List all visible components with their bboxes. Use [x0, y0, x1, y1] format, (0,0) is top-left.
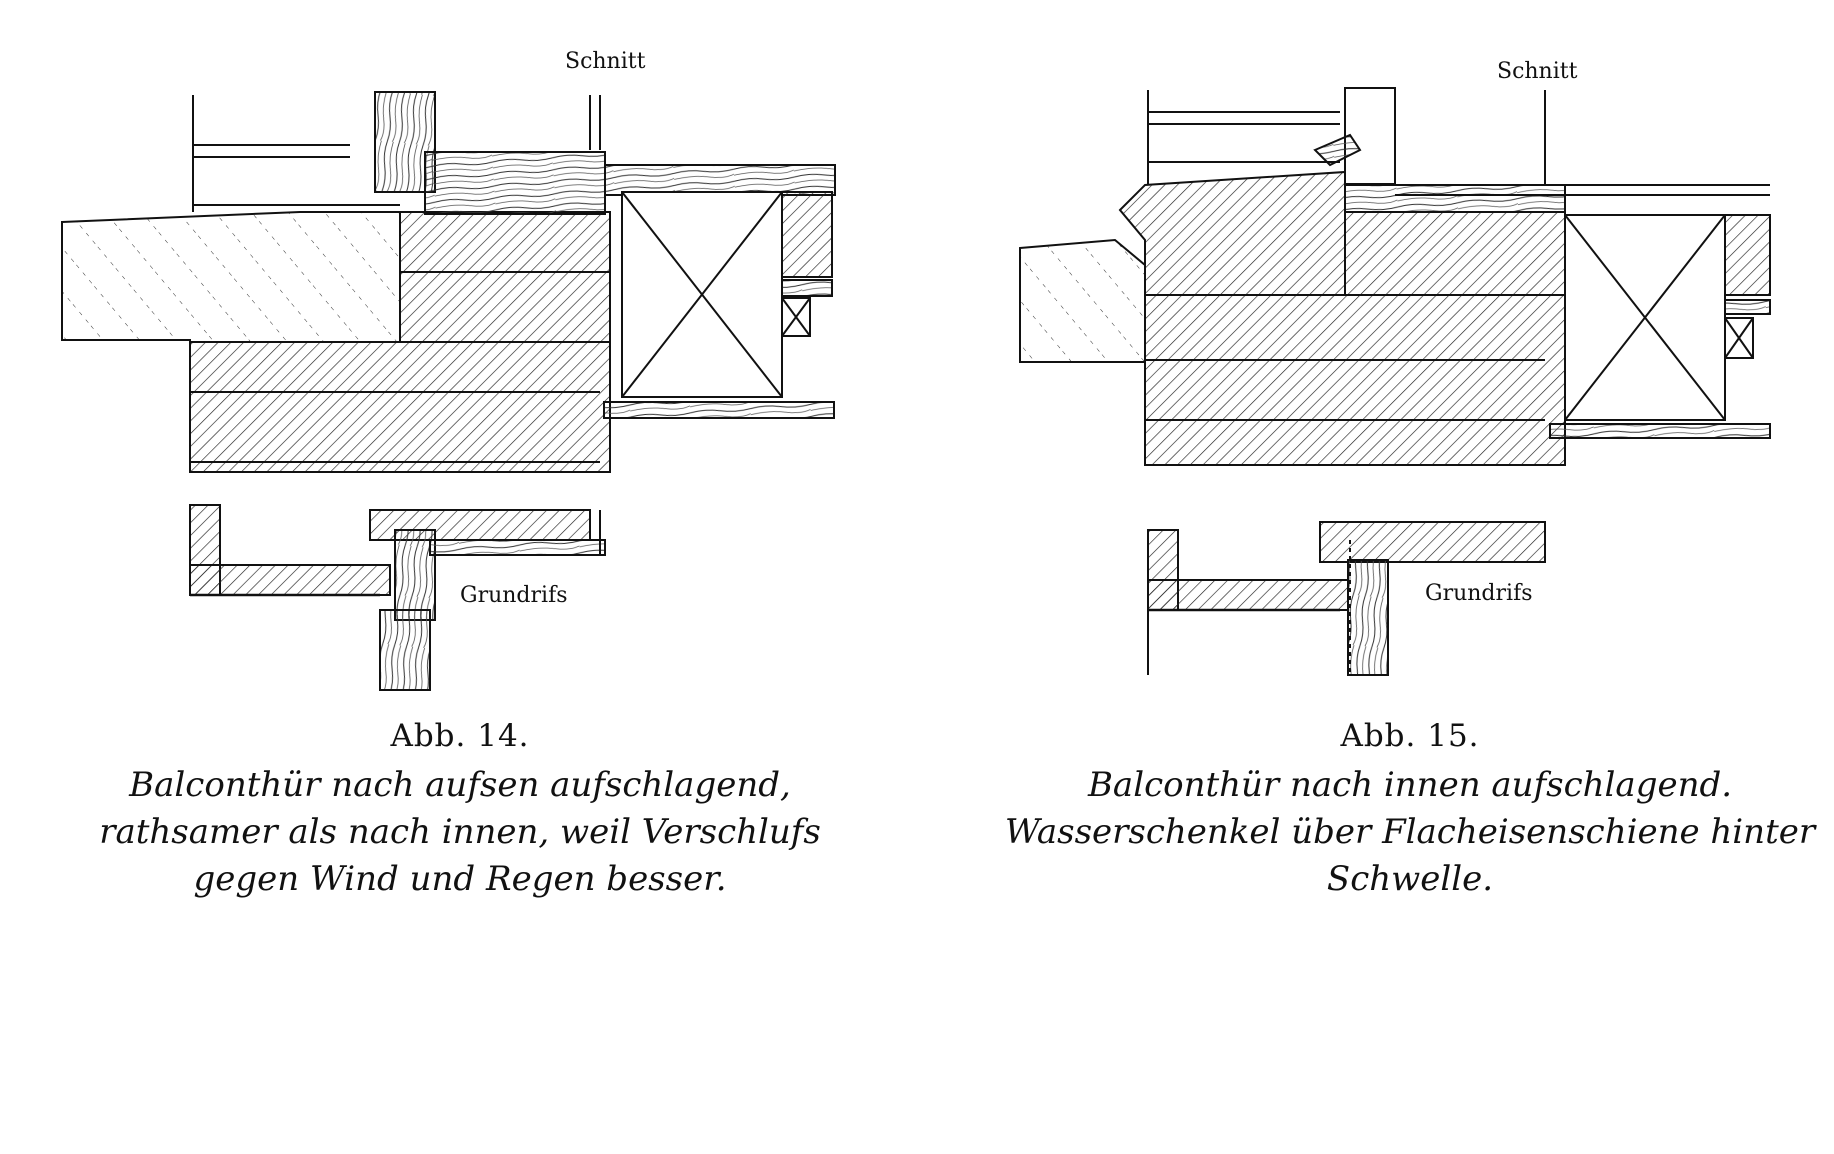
fig14-plan [189, 504, 606, 691]
fig14-masonry [189, 341, 611, 473]
fig15-caption-line-3: Schwelle. [1326, 859, 1494, 899]
fig14-threshold [424, 151, 606, 215]
fig15-plan-label: Grundrifs [1425, 581, 1533, 606]
fig15-plan-door [1347, 559, 1389, 676]
fig14-plan-label: Grundrifs [460, 583, 568, 608]
fig14-caption-line-2: rathsamer als nach innen, weil Verschluf… [99, 812, 821, 852]
fig14-sill-block [399, 211, 611, 343]
fig15-plan [1147, 521, 1546, 676]
fig15-caption-line-1: Balconthür nach innen aufschlagend. [1087, 765, 1733, 805]
fig15-masonry [1144, 294, 1566, 466]
fig14-plan-door [394, 529, 436, 621]
fig15-section [1019, 87, 1771, 466]
fig14-caption: Abb. 14. Balconthür nach aufsen aufschla… [40, 718, 880, 903]
fig15-caption: Abb. 15. Balconthür nach innen aufschlag… [1000, 718, 1820, 903]
fig14-caption-line-1: Balconthür nach aufsen aufschlagend, [129, 765, 791, 805]
fig14-caption-line-3: gegen Wind und Regen besser. [193, 859, 727, 899]
fig14-section-label: Schnitt [565, 49, 646, 74]
fig14-section [61, 91, 836, 473]
fig15-sill [1118, 170, 1346, 296]
fig14-stone-slab [61, 211, 401, 343]
fig15-door-stile [1344, 87, 1396, 185]
fig15-stone-slab [1019, 238, 1146, 363]
fig14-number: Abb. 14. [390, 718, 530, 754]
fig15-section-label: Schnitt [1497, 59, 1578, 84]
fig15-number: Abb. 15. [1340, 718, 1480, 754]
fig15-caption-line-2: Wasserschenkel über Flacheisenschiene hi… [1004, 812, 1816, 852]
